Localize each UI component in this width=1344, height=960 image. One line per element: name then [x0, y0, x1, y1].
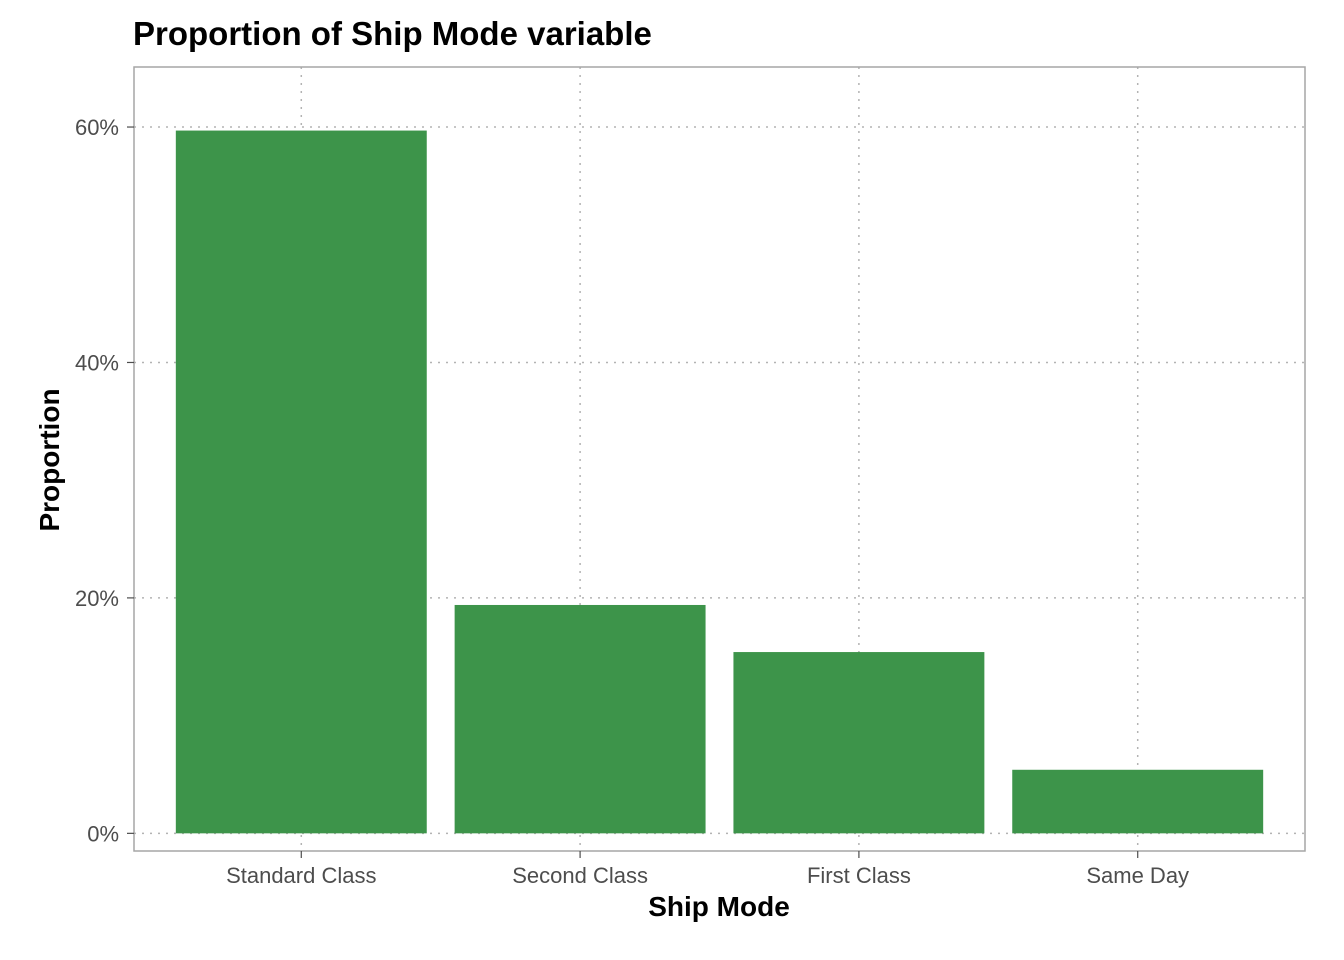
y-axis-ticks: 0% 20% 40% 60% — [75, 115, 134, 846]
y-axis-title: Proportion — [34, 388, 65, 531]
chart-title: Proportion of Ship Mode variable — [133, 15, 652, 52]
y-tick-label: 0% — [87, 821, 119, 846]
bar — [1012, 769, 1264, 834]
y-tick-label: 60% — [75, 115, 119, 140]
bars — [175, 130, 1264, 834]
x-tick-label: Standard Class — [226, 863, 376, 888]
x-axis-ticks: Standard Class Second Class First Class Sam… — [226, 851, 1189, 888]
bar — [454, 604, 706, 834]
y-tick-label: 20% — [75, 586, 119, 611]
bar — [733, 652, 985, 834]
x-tick-label: First Class — [807, 863, 911, 888]
y-tick-label: 40% — [75, 350, 119, 375]
x-axis-title: Ship Mode — [648, 891, 790, 922]
x-tick-label: Second Class — [512, 863, 648, 888]
bar — [175, 130, 427, 834]
x-tick-label: Same Day — [1086, 863, 1189, 888]
plot-panel-border — [133, 66, 1306, 852]
